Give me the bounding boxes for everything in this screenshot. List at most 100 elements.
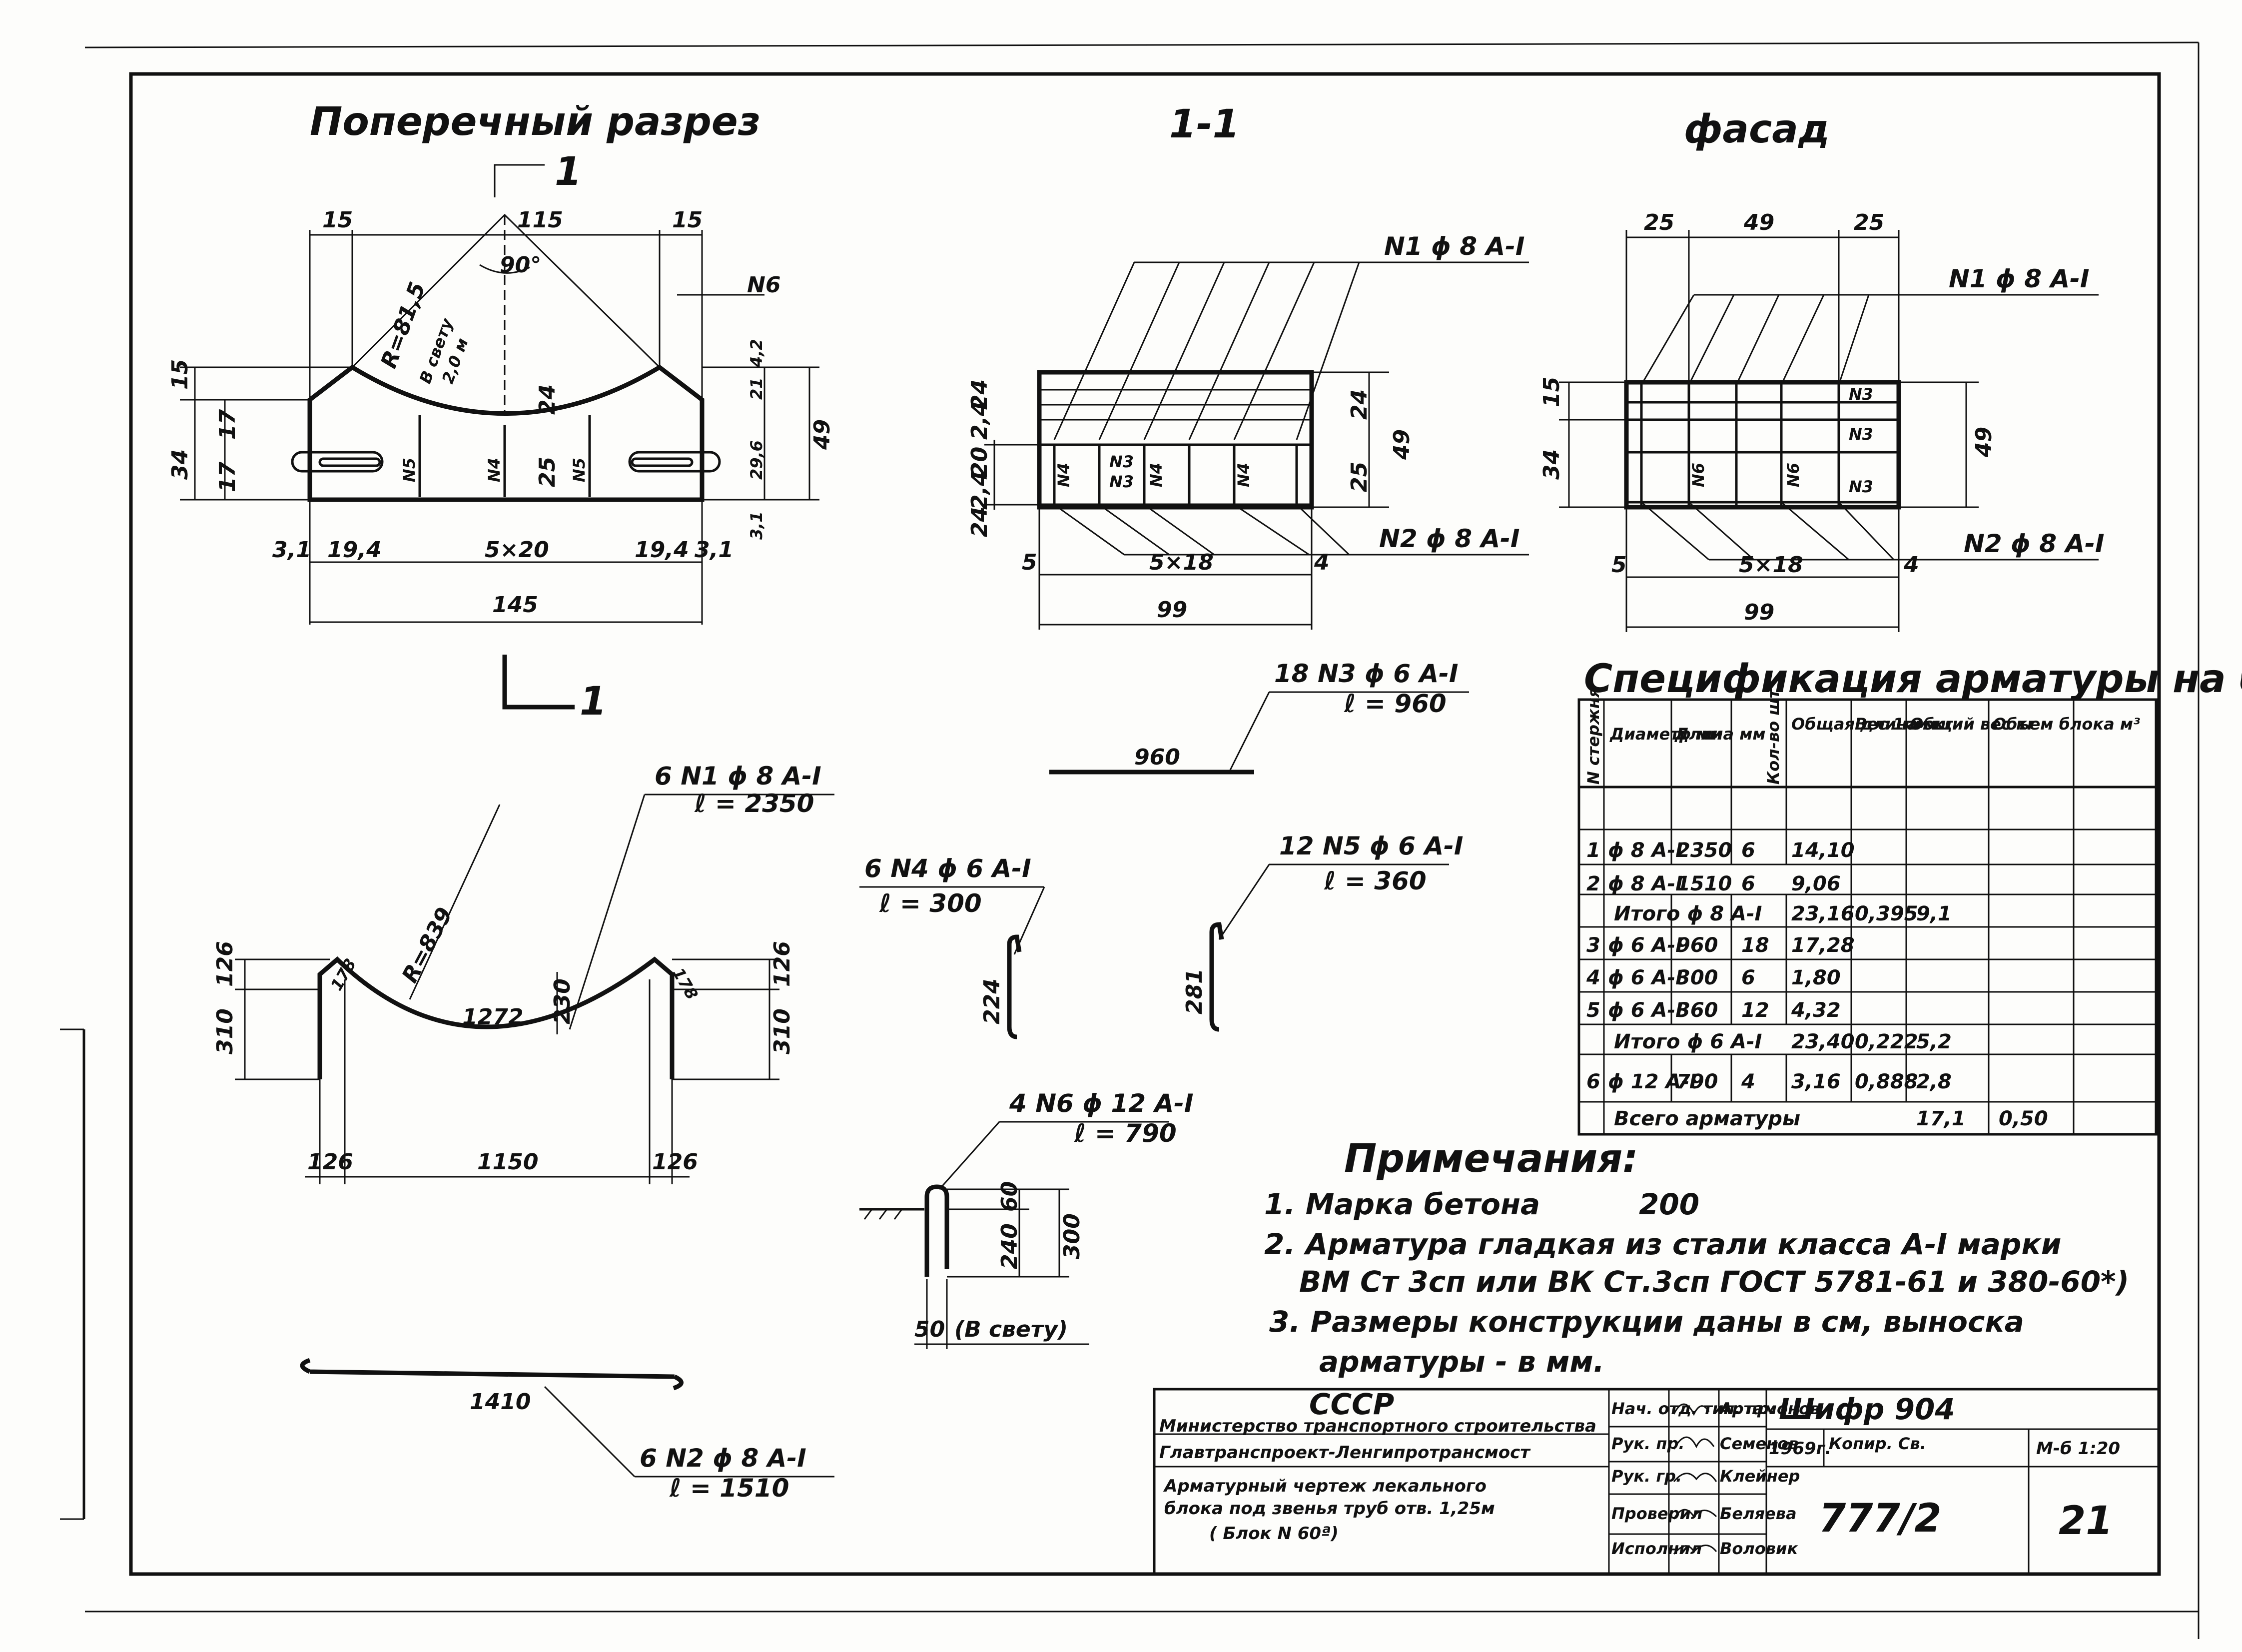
bar-n4-label: 6 N4 ϕ 6 A-I [864, 854, 1031, 883]
cut-mark-bottom-label: 1 [580, 679, 607, 724]
tb-signature-3 [1673, 1473, 1717, 1482]
tb-code: Шифр 904 [1779, 1392, 1955, 1426]
leader-n1-e [1233, 262, 1315, 440]
tb-year: 1969г. [1769, 1439, 1831, 1459]
spec-cell-r0-c4: 14,10 [1791, 839, 1855, 862]
spec-h-0: N стержня [1584, 687, 1603, 785]
facade-outline [1624, 380, 1901, 510]
facade-label-n6b: N6 [1784, 463, 1803, 487]
tb-org1: СССР [1309, 1387, 1394, 1421]
tb-org3: Главтранспроект-Ленгипротрансмост [1159, 1443, 1531, 1463]
dim-left-17a: 17 [215, 409, 240, 440]
spec-cell-r1-c2: 1510 [1676, 872, 1732, 895]
tb-role-5: Исполнил [1611, 1539, 1702, 1558]
dim-left-17b: 17 [215, 461, 240, 492]
section-1-1-view: N1 ϕ 8 A-I N2 ϕ 8 A-I 2,4 20 2,4 24 24 2… [967, 232, 1529, 630]
dim-right-21: 21 [747, 377, 766, 400]
tb-desc1: Арматурный чертеж лекального [1163, 1476, 1487, 1496]
spec-cell-r4-c1: ϕ 6 A-I [1608, 966, 1683, 989]
facade-dim-left-34: 34 [1539, 449, 1564, 480]
loop-left-outer [291, 451, 384, 473]
bar-n1-detail: 6 N1 ϕ 8 A-I ℓ = 2350 R=839 126 178 310 … [212, 762, 834, 1184]
spec-cell-r1-c1: ϕ 8 A-I [1608, 872, 1683, 895]
spec-cell-r3-c4: 17,28 [1791, 934, 1855, 957]
label-n6: N6 [747, 272, 780, 298]
spec-h-3: Кол-во шт [1764, 688, 1783, 785]
facade-leader-n1-e [1838, 294, 1870, 385]
label-1-1-n4c: N4 [1234, 463, 1253, 487]
cut-mark-bottom [502, 655, 575, 710]
spec-cell-r1-c4: 9,06 [1791, 872, 1841, 895]
label-1-1-n4b: N4 [1147, 463, 1166, 487]
cross-section-view: 1 1 15 115 1 [167, 149, 835, 724]
facade-leader-n1-b [1688, 294, 1735, 385]
angle-arc [479, 264, 530, 274]
bar-n3-960: 960 [1134, 745, 1180, 770]
tb-name-2: Семенов [1720, 1434, 1798, 1453]
spec-cell-r0-c2: 2350 [1676, 839, 1732, 862]
bar-n2-1410: 1410 [470, 1389, 531, 1415]
dim-radius: R=81,5 [376, 279, 430, 372]
spec-cell-r7-c4: 3,16 [1791, 1070, 1841, 1093]
bar-n4-detail: 6 N4 ϕ 6 A-I ℓ = 300 224 [859, 854, 1045, 1039]
dim-bot-19-4a: 19,4 [327, 537, 382, 563]
spec-cell-r7-c1: ϕ 12 A-I [1608, 1070, 1697, 1093]
bar-n1-310a: 310 [212, 1008, 238, 1054]
spec-h-5: Вес 1пм кг [1855, 715, 1954, 734]
facade-dim-top-49: 49 [1743, 210, 1774, 235]
cut-mark-top [494, 164, 545, 197]
leader-n2-c [1144, 504, 1215, 556]
spec-cell-r5-c4: 4,32 [1791, 999, 1841, 1022]
label-n2-section: N2 ϕ 8 A-I [1379, 524, 1520, 553]
bar-n2-shape [300, 1358, 684, 1391]
bar-n1-126d: 126 [652, 1149, 698, 1175]
spec-cell-r2-c5: 0,395 [1855, 902, 1918, 925]
dim-1-1-bot-99: 99 [1157, 597, 1187, 623]
tb-role-4: Проверил [1611, 1504, 1702, 1523]
spec-cell-r2-c0: Итого ϕ 8 A-I [1614, 902, 1762, 925]
dim-inner-24: 24 [535, 384, 560, 415]
leader-n2-b [1099, 504, 1170, 556]
note-2b: ВМ Ст 3сп или ВК Ст.3сп ГОСТ 5781-61 и 3… [1299, 1265, 2129, 1299]
facade-dim-bot-99: 99 [1744, 600, 1774, 625]
tb-signature-1 [1673, 1403, 1710, 1416]
dim-right-3-1: 3,1 [747, 511, 766, 540]
bar-n1-label: 6 N1 ϕ 8 A-I [655, 762, 821, 791]
dim-1-1-left-24-top: 24 [967, 379, 992, 410]
spec-h-6: Общий вес кг [1910, 715, 2036, 734]
leader-n1-b [1098, 262, 1180, 440]
dim-1-1-left-20: 20 [967, 447, 992, 477]
label-n1-facade: N1 ϕ 8 A-I [1949, 264, 2090, 293]
dim-1-1-left-2-4a: 2,4 [967, 401, 992, 440]
spec-cell-r6-c0: Итого ϕ 6 A-I [1614, 1030, 1762, 1053]
bar-n3-leader [1228, 692, 1270, 773]
dim-bot-145: 145 [492, 592, 538, 618]
facade-leader-n1-d [1780, 294, 1825, 385]
spec-cell-r2-c6: 9,1 [1916, 902, 1952, 925]
section-outline [1037, 370, 1314, 510]
tb-copy: Копир. Св. [1829, 1434, 1926, 1453]
tb-signature-2 [1673, 1436, 1715, 1450]
tb-signature-4 [1673, 1509, 1717, 1520]
dim-1-1-right-49: 49 [1389, 429, 1415, 460]
note-3b: арматуры - в мм. [1319, 1345, 1604, 1379]
notes-title: Примечания: [1344, 1136, 1638, 1181]
facade-label-n3c: N3 [1849, 477, 1873, 496]
label-inner-n5a: N5 [400, 458, 419, 482]
bar-n1-shape [317, 956, 675, 1079]
leader-n2-d [1234, 504, 1310, 556]
label-inner-n4: N4 [485, 458, 504, 482]
facade-dim-right-49: 49 [1971, 427, 1997, 458]
label-1-1-n3b: N3 [1109, 472, 1134, 491]
spec-cell-r8-c0: Всего арматуры [1614, 1107, 1800, 1130]
dim-bot-3-1a: 3,1 [272, 537, 311, 563]
label-1-1-n4a: N4 [1054, 463, 1073, 487]
bar-n6-label: 4 N6 ϕ 12 A-I [1009, 1089, 1194, 1118]
bar-n1-310b: 310 [769, 1008, 795, 1054]
spec-cell-r7-c3: 4 [1741, 1070, 1755, 1093]
title-block-frame [1153, 1388, 2160, 1576]
spec-cell-r7-c2: 790 [1676, 1070, 1718, 1093]
dim-top-left: 15 [322, 207, 353, 233]
